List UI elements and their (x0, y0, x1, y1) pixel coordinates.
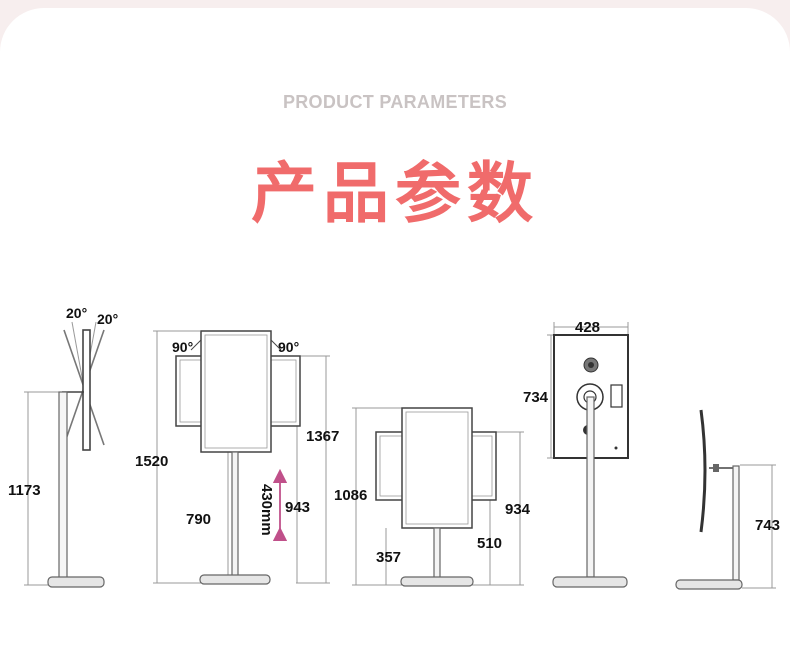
content-card (0, 8, 790, 666)
rotation-angle-left-label: 90° (172, 339, 193, 355)
rotation-angle-right-label: 90° (278, 339, 299, 355)
lowered-view: 1086 934 357 510 (334, 407, 531, 587)
overall-height-label: 1520 (135, 453, 168, 470)
tilt-angle-left-label: 20° (66, 305, 87, 321)
side-view: 743 (675, 409, 780, 590)
section-subtitle: PRODUCT PARAMETERS (282, 92, 508, 112)
tilt-view: 20° 20° 1173 (8, 305, 118, 588)
rotation-view: 90° 90° 1520 1367 790 943 430mm (135, 330, 339, 585)
travel-label: 430mm (258, 484, 275, 536)
tilt-angle-right-label: 20° (97, 311, 118, 327)
back-width-label: 428 (575, 319, 600, 336)
section-title: 产品参数 (251, 156, 539, 230)
back-height-label: 734 (523, 389, 549, 406)
lowered-right-height-label: 934 (505, 501, 531, 518)
side-height-label: 743 (755, 517, 780, 534)
lowered-right-low-label: 510 (477, 535, 502, 552)
back-view: 428 734 (523, 319, 629, 588)
tilt-height-label: 1173 (8, 482, 41, 499)
lowered-left-low-label: 357 (376, 549, 401, 566)
lowered-height-label: 1086 (334, 487, 367, 504)
lower-height-label: 790 (186, 511, 211, 528)
top-height-label: 1367 (306, 428, 339, 445)
bottom-height-label: 943 (285, 499, 310, 516)
